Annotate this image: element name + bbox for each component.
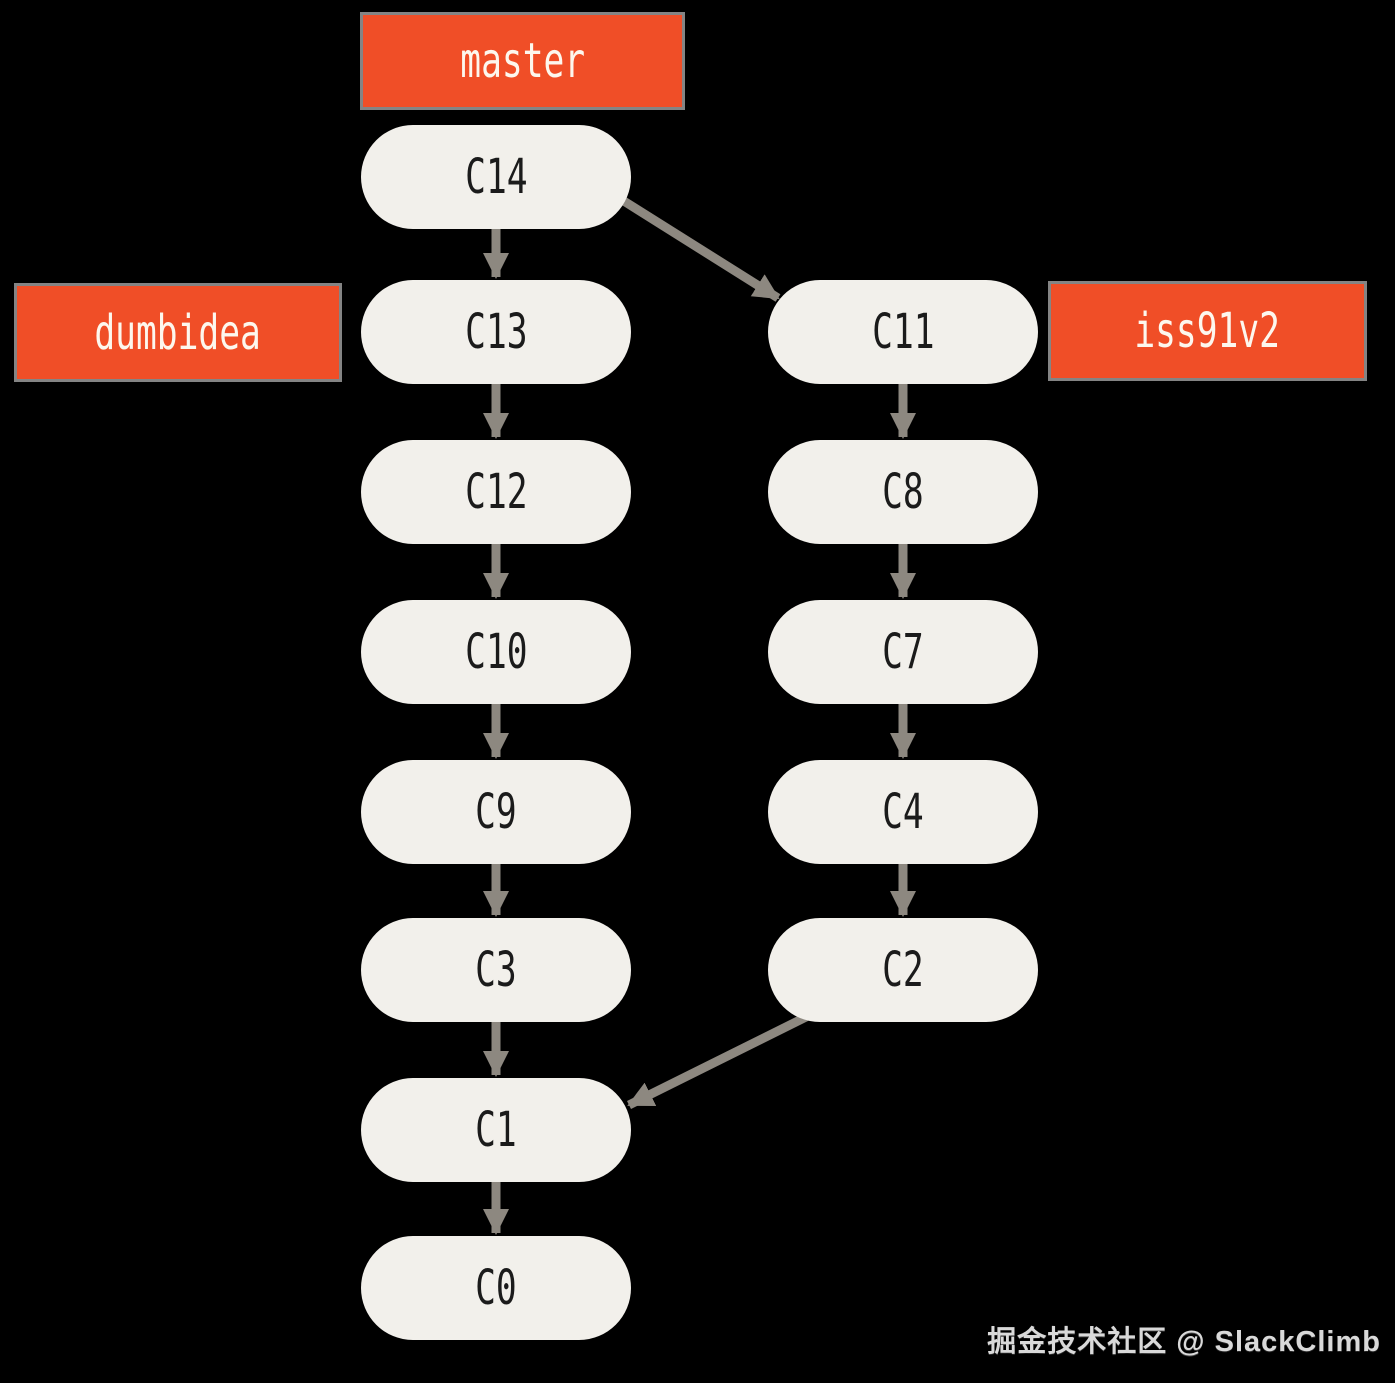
commit-node-C10: C10 (361, 600, 631, 704)
commit-id: C7 (882, 624, 924, 680)
commit-node-C13: C13 (361, 280, 631, 384)
commit-node-C0: C0 (361, 1236, 631, 1340)
watermark: 掘金技术社区 @ SlackClimb (987, 1326, 1381, 1358)
commit-id: C0 (475, 1260, 517, 1316)
commit-node-C2: C2 (768, 918, 1038, 1022)
commit-node-C1: C1 (361, 1078, 631, 1182)
commit-id: C3 (475, 942, 517, 998)
commit-node-C3: C3 (361, 918, 631, 1022)
commit-id: C10 (464, 624, 528, 680)
commit-id: C4 (882, 784, 924, 840)
commit-node-C9: C9 (361, 760, 631, 864)
commit-node-C14: C14 (361, 125, 631, 229)
branch-name: iss91v2 (1134, 303, 1281, 359)
commit-id: C12 (464, 464, 528, 520)
commit-node-C4: C4 (768, 760, 1038, 864)
branch-name: dumbidea (94, 304, 262, 361)
commit-node-C8: C8 (768, 440, 1038, 544)
commit-id: C8 (882, 464, 924, 520)
commit-id: C1 (475, 1102, 517, 1158)
commit-id: C9 (475, 784, 517, 840)
commit-id: C14 (464, 149, 528, 205)
branch-label-iss91v2: iss91v2 (1048, 281, 1367, 381)
commit-id: C11 (871, 304, 935, 360)
commit-id: C2 (882, 942, 924, 998)
branch-label-master: master (360, 12, 685, 110)
commit-id: C13 (464, 304, 528, 360)
commit-node-C12: C12 (361, 440, 631, 544)
commit-node-C11: C11 (768, 280, 1038, 384)
branch-label-dumbidea: dumbidea (14, 283, 342, 382)
edge-C14-C11 (616, 194, 781, 302)
branch-name: master (460, 33, 585, 89)
edge-C2-C1 (626, 1011, 811, 1110)
commit-node-C7: C7 (768, 600, 1038, 704)
